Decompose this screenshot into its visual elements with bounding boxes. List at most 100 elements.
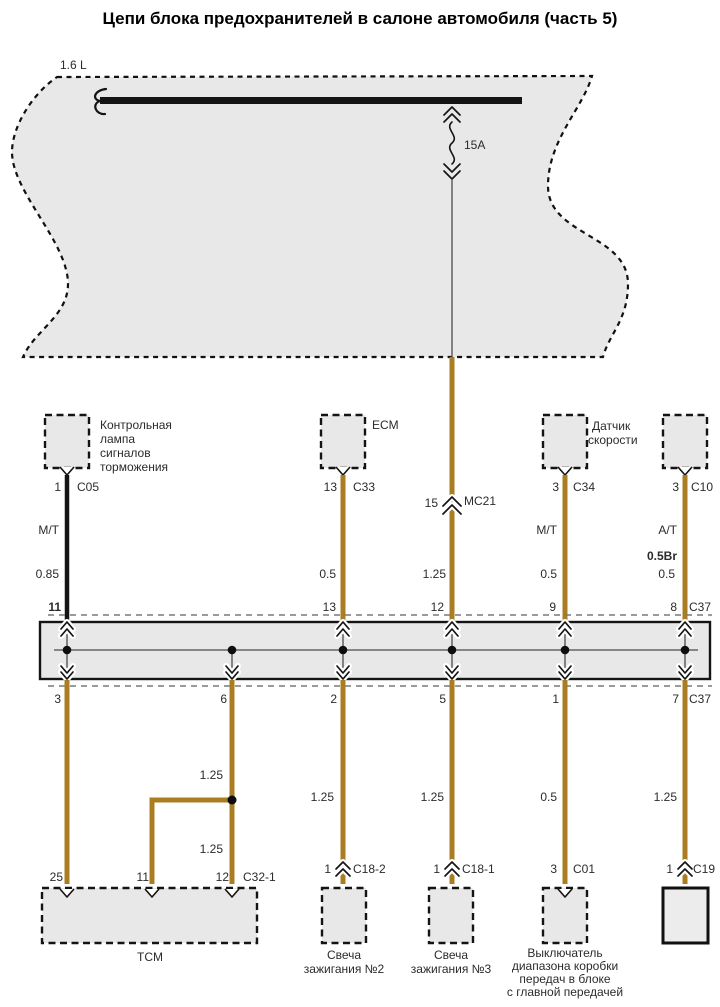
bus-pin-1: 1: [552, 692, 559, 706]
c05-gauge-label: 0.85: [36, 567, 60, 581]
inline-connector-c19: [675, 859, 695, 879]
tcm-terminal-notch: [224, 888, 240, 898]
brake-lamp-label-line4: торможения: [100, 460, 168, 474]
bus-entry-arrows-top: [58, 619, 694, 639]
spark3-gauge: 1.25: [421, 790, 445, 804]
connector-label-c10: C10: [691, 480, 713, 494]
tcm-label: TCM: [137, 950, 163, 964]
tcm-pin-25: 25: [50, 870, 64, 884]
junction-dot: [560, 645, 570, 655]
tcm-pin-11: 11: [137, 870, 150, 884]
speed-sensor-pin: 3: [552, 480, 559, 494]
connector-label-c34: C34: [573, 480, 595, 494]
range-switch-label-line4: с главной передачей: [507, 985, 623, 999]
c10-transmission-label: A/T: [658, 523, 677, 537]
bus-pin-7: 7: [672, 692, 679, 706]
tcm-gauge-upper: 1.25: [200, 768, 224, 782]
power-bus-bar: [100, 97, 522, 104]
c34-gauge-label: 0.5: [540, 567, 557, 581]
bus-pin-2: 2: [330, 692, 337, 706]
component-box-ecm: [319, 413, 367, 470]
tcm-terminal-notch: [59, 888, 75, 898]
bus-bar-hook-icon: [93, 87, 108, 116]
inline-connector-c18-1: [442, 859, 462, 879]
engine-variant-label: 1.6 L: [60, 58, 87, 72]
range-switch-gauge: 0.5: [540, 790, 557, 804]
component-box-final-drive: [661, 886, 710, 945]
bus-exit-arrows-bottom: [58, 663, 694, 682]
brake-lamp-label-line2: лампа: [100, 432, 135, 446]
c34-transmission-label: M/T: [536, 523, 557, 537]
component-box-spark3: [427, 886, 475, 945]
speed-sensor-label-line1: Датчик: [592, 419, 631, 433]
inline-connector-mc21: [440, 494, 464, 517]
tcm-pin-12: 12: [216, 870, 230, 884]
mc21-pin-label: 15: [425, 496, 439, 510]
component-box-brake-lamp: [43, 413, 91, 470]
brake-lamp-label-line1: Контрольная: [100, 418, 172, 432]
wire-tcm-11-branch: [149, 797, 232, 884]
speed-sensor-terminal-notch: [557, 466, 573, 476]
component-box-spark2: [320, 886, 368, 945]
connector-label-c19: C19: [693, 862, 715, 876]
junction-dot: [62, 645, 72, 655]
branch-junction-dot: [227, 795, 237, 805]
bus-pin-9: 9: [549, 600, 556, 614]
brake-lamp-terminal-notch: [59, 466, 75, 476]
spark2-gauge: 1.25: [311, 790, 335, 804]
final-drive-pin: 1: [666, 862, 673, 876]
connector-label-c37-bottom: C37: [689, 692, 711, 706]
range-switch-pin: 3: [550, 862, 557, 876]
spark3-pin: 1: [433, 862, 440, 876]
connector-label-c32-1: C32-1: [243, 870, 276, 884]
ecm-pin: 13: [324, 480, 338, 494]
junction-dot: [680, 645, 690, 655]
bus-pin-3: 3: [54, 692, 61, 706]
connector-label-c37-top: C37: [689, 600, 711, 614]
junction-dot: [227, 645, 237, 655]
bus-pin-8: 8: [670, 600, 677, 614]
fuse-block-region: [10, 74, 630, 359]
c10-color-code-label: 0.5Br: [647, 549, 677, 563]
range-switch-label-line3: передач в блоке: [519, 972, 610, 986]
connector-label-c18-2: C18-2: [353, 862, 386, 876]
c10-terminal-notch: [677, 466, 693, 476]
mc21-name-label: MC21: [464, 494, 496, 508]
bus-pin-13: 13: [323, 600, 337, 614]
connector-label-c05: C05: [77, 480, 99, 494]
fuse-wire-gauge-label: 1.25: [423, 567, 447, 581]
c33-gauge-label: 0.5: [319, 567, 336, 581]
range-switch-label-line2: диапазона коробки: [512, 959, 618, 973]
ecm-terminal-notch: [335, 466, 351, 476]
connector-label-c33: C33: [353, 480, 375, 494]
ecm-label: ECM: [372, 418, 399, 432]
spark3-label-line2: зажигания №3: [411, 962, 492, 976]
tcm-gauge-lower: 1.25: [200, 842, 224, 856]
component-box-speed-sensor: [541, 413, 589, 470]
bus-pin-12: 12: [431, 600, 445, 614]
inline-connector-c18-2: [333, 859, 353, 879]
fuse-rating-label: 15A: [464, 138, 485, 152]
spark2-label-line2: зажигания №2: [304, 962, 385, 976]
c10-pin: 3: [672, 480, 679, 494]
spark3-label-line1: Свеча: [434, 948, 468, 962]
connector-label-c01: C01: [573, 862, 595, 876]
connector-label-c18-1: C18-1: [462, 862, 495, 876]
component-box-c10: [661, 413, 709, 470]
bus-pin-5: 5: [439, 692, 446, 706]
final-drive-gauge: 1.25: [654, 790, 678, 804]
spark2-label-line1: Свеча: [327, 948, 361, 962]
bus-pin-6: 6: [220, 692, 227, 706]
c05-transmission-label: M/T: [38, 523, 59, 537]
bus-pin-11: 11: [48, 600, 61, 614]
brake-lamp-label-line3: сигналов: [100, 446, 151, 460]
junction-dot: [447, 645, 457, 655]
range-switch-label-line1: Выключатель: [527, 946, 602, 960]
spark2-pin: 1: [324, 862, 331, 876]
range-switch-terminal-notch: [557, 888, 573, 898]
junction-dot: [338, 645, 348, 655]
c10-gauge-label: 0.5: [658, 567, 675, 581]
component-box-tcm: [40, 886, 259, 945]
speed-sensor-label-line2: скорости: [588, 433, 638, 447]
